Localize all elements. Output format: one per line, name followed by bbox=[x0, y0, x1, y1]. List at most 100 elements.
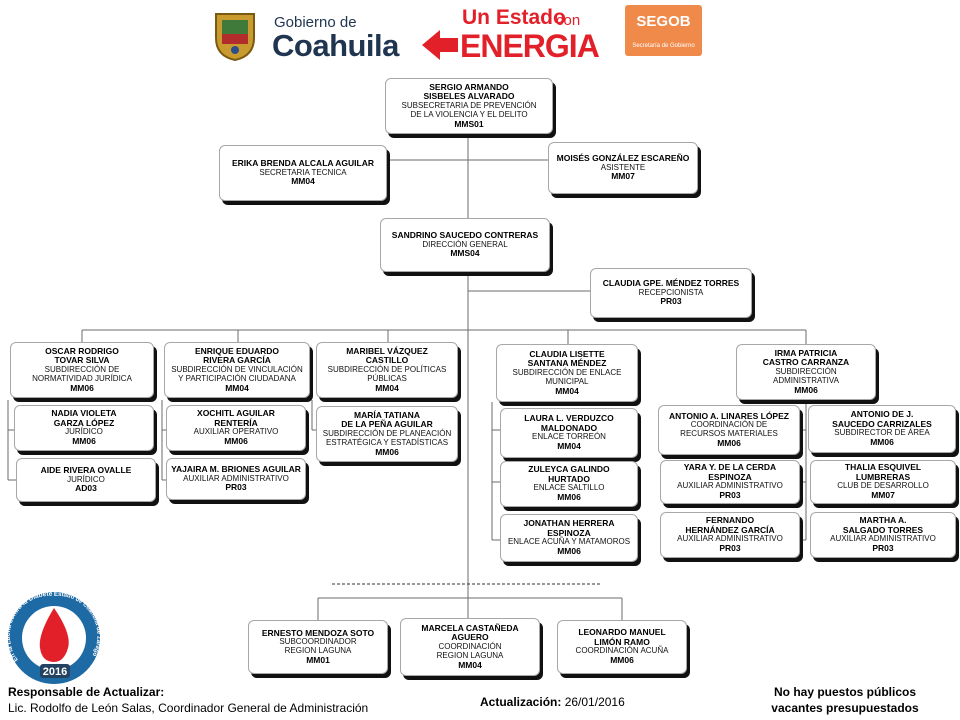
estado-line2: ENERGIA bbox=[460, 28, 600, 64]
position-title: ENLACE TORREÓN bbox=[532, 432, 606, 442]
coat-of-arms-icon bbox=[215, 13, 255, 62]
person-name: SISBELES ALVARADO bbox=[423, 91, 515, 102]
position-title: SECRETARIA TECNICA bbox=[259, 167, 347, 177]
position-title: SUBDIRECCIÓN DE ENLACE bbox=[512, 367, 622, 377]
position-title: ESTRATÉGICA Y ESTADÍSTICAS bbox=[325, 437, 449, 447]
person-name: RENTERÍA bbox=[214, 417, 258, 428]
position-title: SUBDIRECCIÓN DE VINCULACIÓN bbox=[171, 364, 303, 374]
estado-line1: Un Estado bbox=[462, 6, 566, 29]
person-name: OSCAR RODRIGO bbox=[45, 345, 119, 356]
person-name: LAURA L. VERDUZCO bbox=[524, 413, 614, 424]
person-name: LUMBRERAS bbox=[855, 471, 911, 482]
person-name: SERGIO ARMANDO bbox=[429, 81, 509, 92]
person-name: CLAUDIA LISETTE bbox=[529, 348, 605, 359]
person-name: SANTANA MÉNDEZ bbox=[527, 358, 607, 369]
footer-vacantes-line2: vacantes presupuestados bbox=[771, 700, 919, 715]
position-code: PR03 bbox=[719, 490, 741, 501]
position-title: REGION LAGUNA bbox=[436, 650, 504, 660]
position-title: AUXILIAR ADMINISTRATIVO bbox=[830, 534, 936, 544]
position-code: MM04 bbox=[555, 385, 579, 396]
gobierno-line1: Gobierno de bbox=[274, 14, 357, 31]
position-code: MMS04 bbox=[450, 248, 480, 259]
person-name: SALGADO TORRES bbox=[842, 524, 924, 535]
person-name: MARÍA TATIANA bbox=[354, 409, 420, 420]
estado-energia-logo: Un Estado con ENERGIA bbox=[420, 6, 610, 64]
position-title: SUBCOORDINADOR bbox=[279, 637, 357, 647]
segob-line2: Secretaría de Gobierno bbox=[632, 43, 695, 49]
position-title: SUBDIRECCIÓN DE PLANEACIÓN bbox=[322, 428, 452, 438]
person-name: NADIA VIOLETA bbox=[51, 408, 117, 419]
footer-update: Actualización: 26/01/2016 bbox=[480, 695, 625, 709]
gobierno-coahuila-logo: Gobierno de Coahuila bbox=[210, 8, 400, 63]
position-code: MM04 bbox=[375, 382, 399, 393]
position-title: SUBDIRECCIÓN DE bbox=[44, 364, 120, 374]
person-name: HURTADO bbox=[548, 473, 590, 484]
energia-arrow-icon bbox=[422, 30, 458, 60]
position-title: DIRECCIÓN GENERAL bbox=[422, 239, 508, 249]
position-code: MM06 bbox=[557, 492, 581, 503]
footer-update-date: 26/01/2016 bbox=[564, 695, 625, 709]
person-name: LEONARDO MANUEL bbox=[578, 627, 666, 638]
blood-drop-icon bbox=[39, 608, 69, 662]
position-title: COORDINACIÓN bbox=[438, 641, 502, 651]
footer-vacantes: No hay puestos públicos vacantes presupu… bbox=[740, 685, 950, 716]
diabetes-2016-logo: En la Lucha contra la Diabetes Estado de… bbox=[2, 582, 101, 684]
person-name: MARTHA A. bbox=[859, 515, 907, 526]
person-name: YARA Y. DE LA CERDA bbox=[683, 462, 777, 473]
person-name: MALDONADO bbox=[540, 422, 598, 433]
position-title: AUXILIAR ADMINISTRATIVO bbox=[183, 473, 289, 483]
position-code: MM06 bbox=[557, 546, 581, 557]
position-title: ASISTENTE bbox=[600, 162, 646, 172]
person-name: THALIA ESQUIVEL bbox=[844, 462, 922, 473]
position-code: MM04 bbox=[291, 176, 315, 187]
person-name: JONATHAN HERRERA bbox=[523, 518, 615, 529]
position-title: MUNICIPAL bbox=[545, 376, 589, 386]
person-name: DE LA PEÑA AGUILAR bbox=[341, 419, 433, 430]
person-name: IRMA PATRICIA bbox=[774, 347, 838, 358]
person-name: ANTONIO DE J. bbox=[850, 409, 914, 420]
position-code: MM04 bbox=[458, 659, 482, 670]
position-title: AUXILIAR ADMINISTRATIVO bbox=[677, 481, 783, 491]
gobierno-line2: Coahuila bbox=[272, 28, 399, 63]
position-title: SUBSECRETARIA DE PREVENCIÓN bbox=[401, 100, 537, 110]
position-title: NORMATIVIDAD JURÍDICA bbox=[32, 373, 132, 383]
position-code: MM06 bbox=[870, 437, 894, 448]
person-name: TOVAR SILVA bbox=[54, 355, 110, 366]
person-name: SANDRINO SAUCEDO CONTRERAS bbox=[391, 230, 539, 240]
position-title: SUBDIRECCIÓN DE POLÍTICAS bbox=[327, 364, 447, 374]
position-code: MMS01 bbox=[454, 118, 484, 129]
person-name: FERNANDO bbox=[705, 515, 755, 526]
footer-update-label: Actualización: bbox=[480, 695, 562, 709]
person-name: LIMÓN RAMO bbox=[594, 636, 650, 647]
position-title: ADMINISTRATIVA bbox=[773, 375, 839, 385]
person-name: CASTRO CARRANZA bbox=[762, 357, 850, 368]
position-code: PR03 bbox=[225, 482, 247, 493]
position-code: MM06 bbox=[794, 384, 818, 395]
position-code: MM06 bbox=[717, 437, 741, 448]
position-title: RECURSOS MATERIALES bbox=[680, 429, 778, 438]
position-title: JURÍDICO bbox=[65, 427, 103, 437]
segob-line1: SEGOB bbox=[636, 13, 691, 30]
position-code: MM07 bbox=[871, 490, 895, 501]
position-title: PÚBLICAS bbox=[367, 373, 407, 383]
person-name: ZULEYCA GALINDO bbox=[528, 464, 610, 475]
person-name: CLAUDIA GPE. MÉNDEZ TORRES bbox=[602, 278, 740, 288]
